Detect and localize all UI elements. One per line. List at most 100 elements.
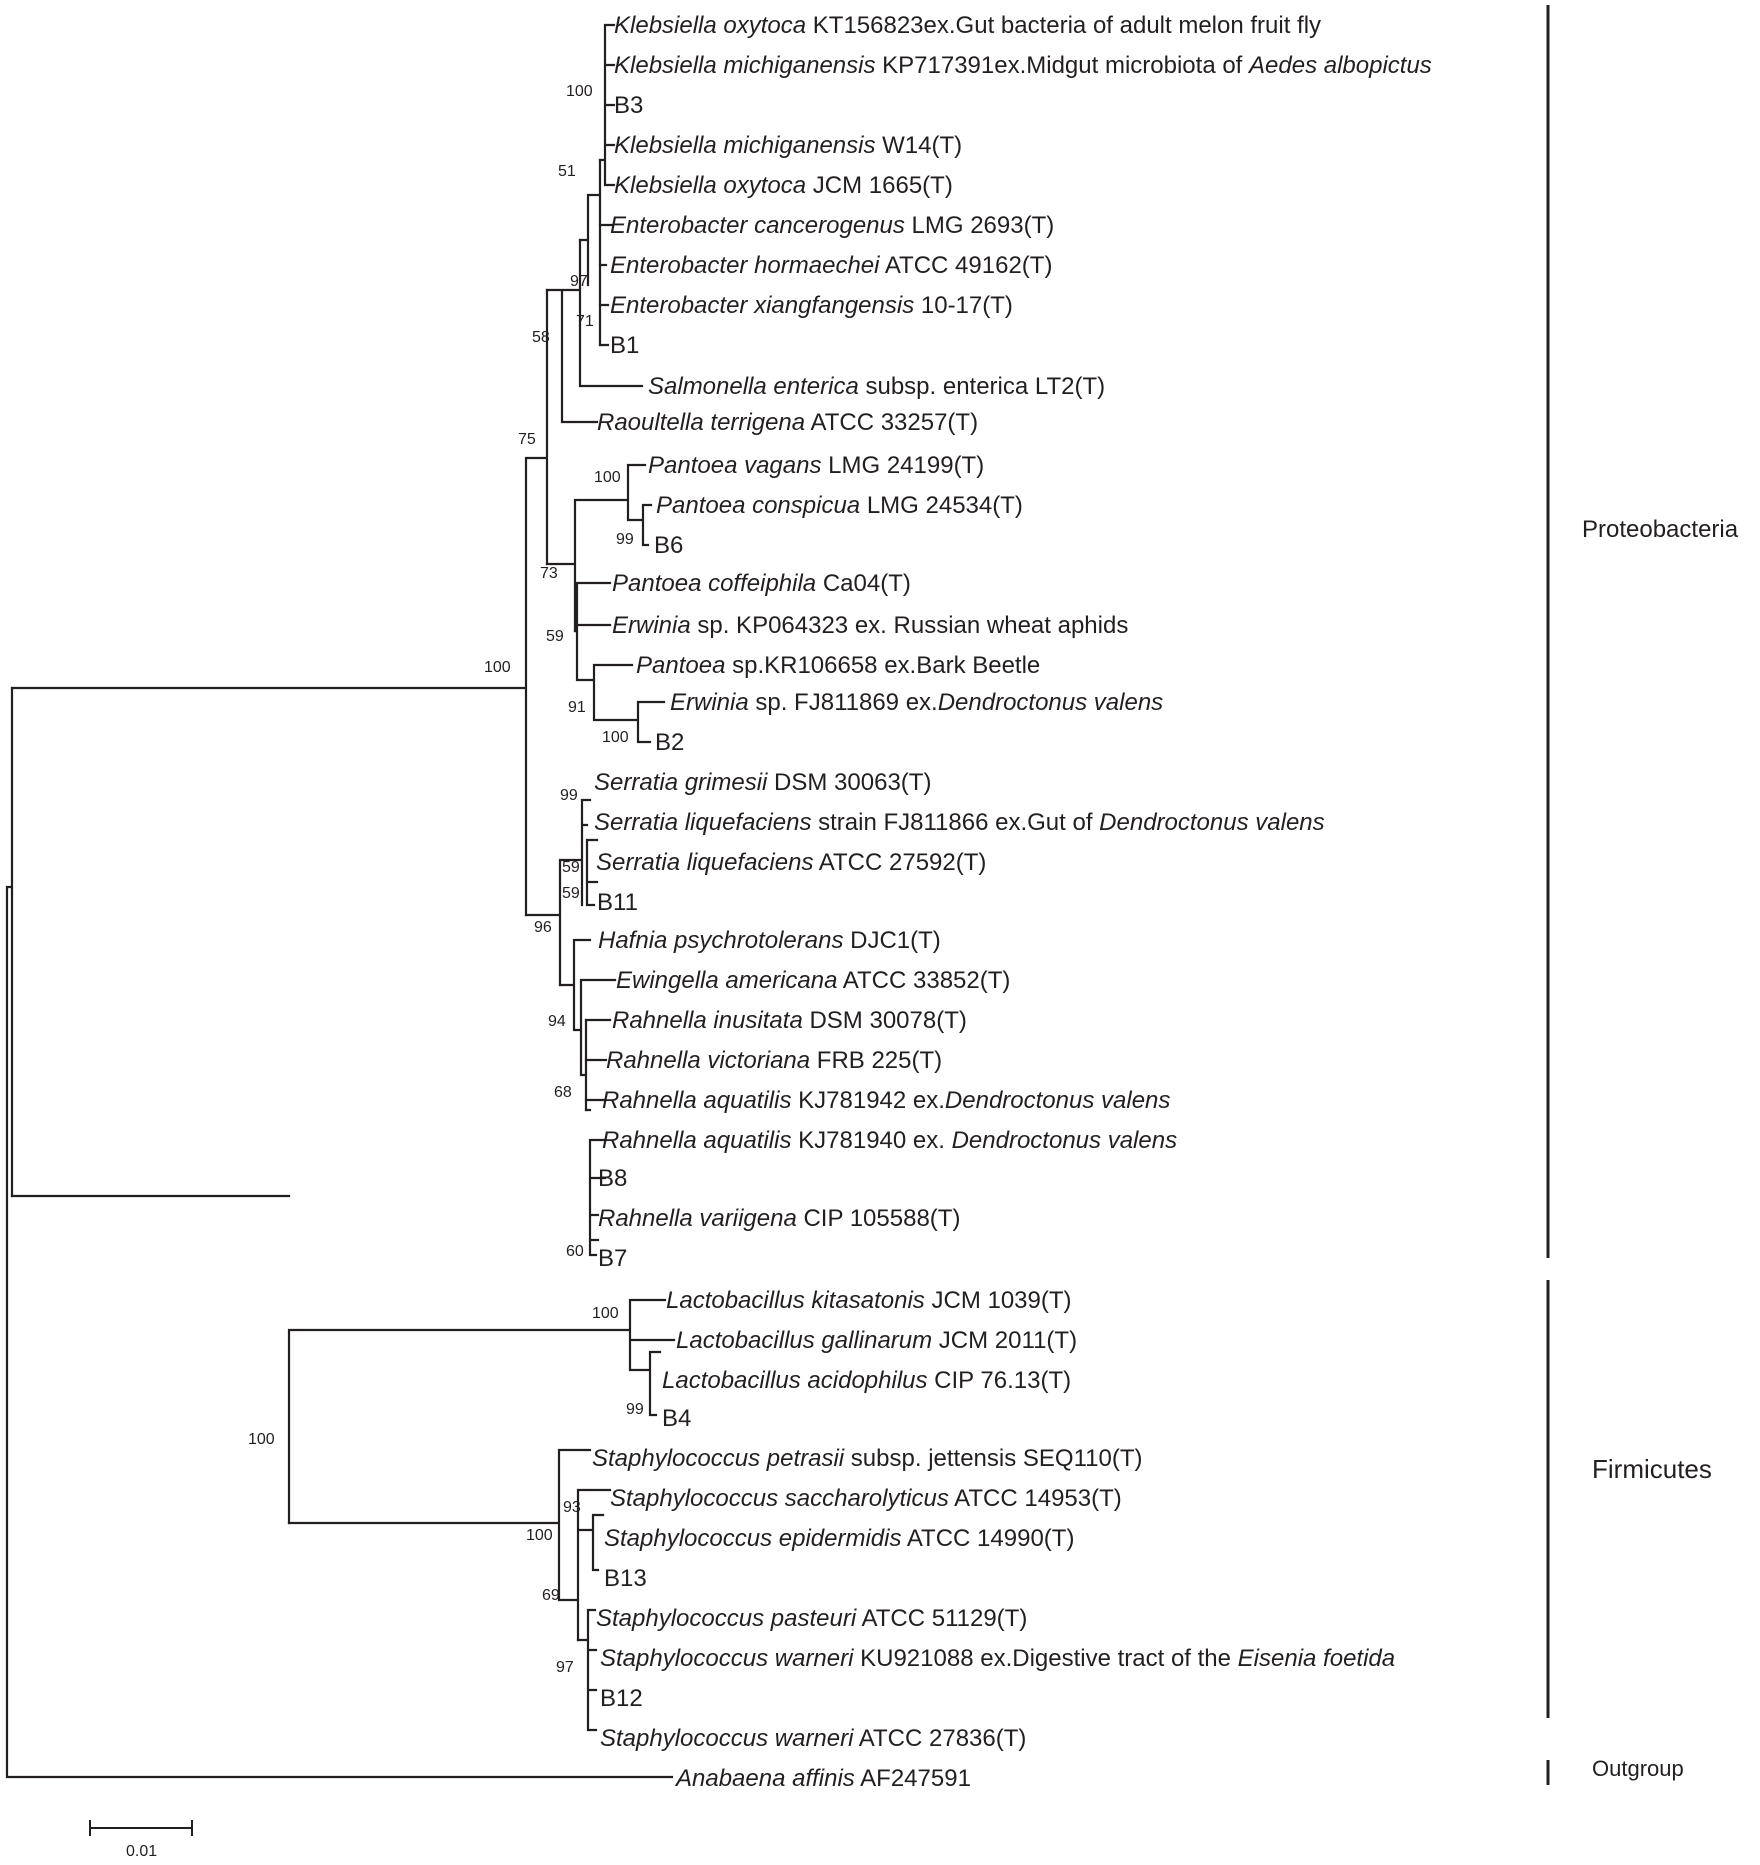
taxon-detail: KU921088 ex.Digestive tract of the <box>853 1645 1237 1672</box>
taxon-detail: B11 <box>597 889 638 916</box>
taxon-labels: Klebsiella oxytoca KT156823ex.Gut bacter… <box>592 12 1432 1792</box>
bootstrap-value: 100 <box>602 729 629 746</box>
taxon-label: Staphylococcus saccharolyticus ATCC 1495… <box>610 1485 1122 1512</box>
taxon-label: B7 <box>598 1245 627 1272</box>
taxon-detail: subsp. enterica LT2(T) <box>859 373 1105 400</box>
taxon-label: Staphylococcus pasteuri ATCC 51129(T) <box>596 1605 1027 1632</box>
taxon-name: Pantoea coffeiphila <box>612 570 816 597</box>
taxon-label: Staphylococcus epidermidis ATCC 14990(T) <box>604 1525 1074 1552</box>
tree-branches <box>5 23 676 1779</box>
taxon-label: B8 <box>598 1165 627 1192</box>
taxon-label: Raoultella terrigena ATCC 33257(T) <box>597 409 978 436</box>
bootstrap-value: 96 <box>534 919 552 936</box>
taxon-detail: subsp. jettensis SEQ110(T) <box>844 1445 1142 1472</box>
proteobacteria-label: Proteobacteria <box>1582 516 1739 543</box>
taxon-label: Staphylococcus warneri KU921088 ex.Diges… <box>600 1645 1395 1672</box>
taxon-name: Serratia liquefaciens <box>596 849 813 876</box>
taxon-host: Aedes albopictus <box>1247 52 1432 79</box>
taxon-detail: sp.KR106658 ex.Bark Beetle <box>725 652 1040 679</box>
bootstrap-value: 97 <box>556 1659 574 1676</box>
taxon-label: Enterobacter hormaechei ATCC 49162(T) <box>610 252 1052 279</box>
taxon-detail: ATCC 14953(T) <box>949 1485 1122 1512</box>
taxon-label: Salmonella enterica subsp. enterica LT2(… <box>648 373 1105 400</box>
taxon-label: Klebsiella oxytoca JCM 1665(T) <box>614 172 953 199</box>
taxon-detail: ATCC 14990(T) <box>901 1525 1074 1552</box>
taxon-label: Rahnella aquatilis KJ781940 ex. Dendroct… <box>602 1127 1177 1154</box>
taxon-detail: B1 <box>610 332 639 359</box>
taxon-label: Erwinia sp. KP064323 ex. Russian wheat a… <box>612 612 1128 639</box>
taxon-label: B4 <box>662 1405 691 1432</box>
taxon-name: Pantoea <box>636 652 725 679</box>
taxon-name: Salmonella enterica <box>648 373 859 400</box>
bootstrap-value: 100 <box>566 83 593 100</box>
taxon-name: Anabaena affinis <box>674 1765 855 1792</box>
taxon-detail: KJ781940 ex. <box>791 1127 951 1154</box>
taxon-detail: FRB 225(T) <box>810 1047 942 1074</box>
bootstrap-value: 100 <box>484 659 511 676</box>
bootstrap-value: 59 <box>546 628 564 645</box>
taxon-detail: CIP 105588(T) <box>797 1205 961 1232</box>
bootstrap-values: 1005197715875100997359911001009959599694… <box>248 83 644 1676</box>
group-annotations: Proteobacteria Firmicutes Outgroup <box>1546 5 1739 1785</box>
taxon-label: Ewingella americana ATCC 33852(T) <box>616 967 1010 994</box>
taxon-host: Dendroctonus valens <box>1099 809 1324 836</box>
taxon-detail: ATCC 49162(T) <box>879 252 1052 279</box>
taxon-detail: B4 <box>662 1405 691 1432</box>
taxon-label: Rahnella victoriana FRB 225(T) <box>606 1047 942 1074</box>
taxon-name: Erwinia <box>612 612 691 639</box>
firmicutes-label: Firmicutes <box>1592 1454 1712 1484</box>
taxon-detail: sp. FJ811869 ex. <box>749 689 938 716</box>
taxon-label: Erwinia sp. FJ811869 ex.Dendroctonus val… <box>670 689 1163 716</box>
taxon-detail: B7 <box>598 1245 627 1272</box>
taxon-name: Raoultella terrigena <box>597 409 805 436</box>
taxon-name: Klebsiella michiganensis <box>614 132 875 159</box>
taxon-label: Serratia grimesii DSM 30063(T) <box>594 769 931 796</box>
taxon-label: Rahnella variigena CIP 105588(T) <box>598 1205 960 1232</box>
scale-bar: 0.01 <box>89 1820 193 1860</box>
taxon-name: Staphylococcus warneri <box>600 1645 854 1672</box>
bootstrap-value: 60 <box>566 1243 584 1260</box>
taxon-detail: ATCC 27836(T) <box>853 1725 1026 1752</box>
taxon-label: Lactobacillus acidophilus CIP 76.13(T) <box>662 1367 1071 1394</box>
taxon-detail: ATCC 33852(T) <box>837 967 1010 994</box>
bootstrap-value: 71 <box>576 313 594 330</box>
bootstrap-value: 75 <box>518 431 536 448</box>
taxon-name: Enterobacter cancerogenus <box>610 212 905 239</box>
taxon-detail: B3 <box>614 92 643 119</box>
taxon-label: Serratia liquefaciens strain FJ811866 ex… <box>594 809 1325 836</box>
bootstrap-value: 100 <box>526 1527 553 1544</box>
taxon-name: Staphylococcus pasteuri <box>596 1605 857 1632</box>
bootstrap-value: 100 <box>248 1431 275 1448</box>
taxon-name: Enterobacter xiangfangensis <box>610 292 914 319</box>
taxon-detail: ATCC 51129(T) <box>856 1605 1027 1632</box>
taxon-name: Erwinia <box>670 689 749 716</box>
taxon-label: Enterobacter cancerogenus LMG 2693(T) <box>610 212 1054 239</box>
bootstrap-value: 97 <box>570 273 588 290</box>
bootstrap-value: 93 <box>563 1499 581 1516</box>
taxon-label: B12 <box>600 1685 643 1712</box>
taxon-name: Staphylococcus saccharolyticus <box>610 1485 949 1512</box>
taxon-name: Klebsiella michiganensis <box>614 52 875 79</box>
bootstrap-value: 91 <box>568 699 586 716</box>
taxon-name: Pantoea vagans <box>648 452 821 479</box>
taxon-name: Ewingella americana <box>616 967 837 994</box>
taxon-label: Rahnella aquatilis KJ781942 ex.Dendrocto… <box>602 1087 1170 1114</box>
taxon-label: Klebsiella michiganensis KP717391ex.Midg… <box>614 52 1432 79</box>
scale-bar-label: 0.01 <box>126 1843 157 1860</box>
taxon-detail: B2 <box>655 729 684 756</box>
taxon-detail: Ca04(T) <box>816 570 911 597</box>
taxon-name: Hafnia psychrotolerans <box>598 927 843 954</box>
taxon-name: Rahnella aquatilis <box>602 1127 791 1154</box>
taxon-detail: JCM 1665(T) <box>806 172 953 199</box>
taxon-label: Rahnella inusitata DSM 30078(T) <box>612 1007 967 1034</box>
taxon-detail: JCM 1039(T) <box>925 1287 1072 1314</box>
taxon-detail: LMG 2693(T) <box>905 212 1054 239</box>
taxon-label: Serratia liquefaciens ATCC 27592(T) <box>596 849 986 876</box>
taxon-name: Pantoea conspicua <box>656 492 860 519</box>
taxon-detail: 10-17(T) <box>914 292 1013 319</box>
taxon-detail: DSM 30078(T) <box>803 1007 967 1034</box>
taxon-label: Pantoea coffeiphila Ca04(T) <box>612 570 911 597</box>
taxon-name: Serratia liquefaciens <box>594 809 811 836</box>
taxon-label: Klebsiella oxytoca KT156823ex.Gut bacter… <box>614 12 1321 39</box>
